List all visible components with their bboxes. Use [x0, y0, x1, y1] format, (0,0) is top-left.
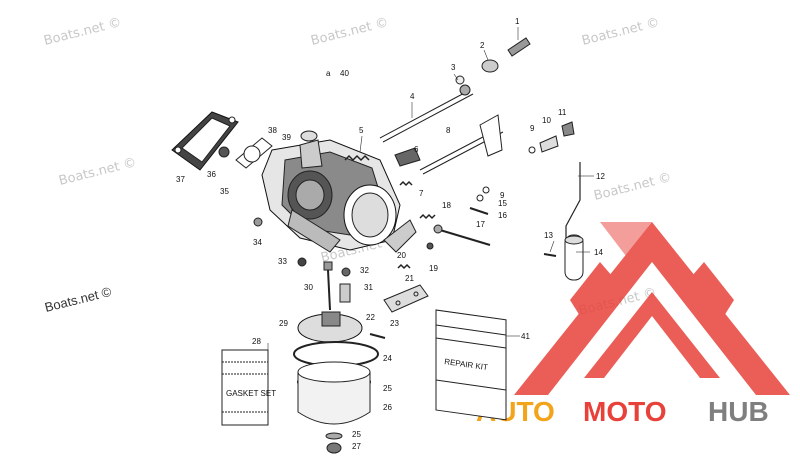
- callout-37: 37: [176, 175, 185, 184]
- watermark: Boats.net ©: [42, 15, 123, 49]
- callout-6: 6: [414, 145, 419, 154]
- callout-34: 34: [253, 238, 262, 247]
- screw-33: [297, 257, 307, 267]
- spring-5: [344, 154, 370, 162]
- screw-32: [341, 267, 351, 277]
- bowl-26: [297, 361, 371, 425]
- callout-18: 18: [442, 201, 451, 210]
- callout-16: 16: [498, 211, 507, 220]
- jet-31: [339, 283, 351, 303]
- jet-30: [323, 261, 333, 311]
- callout-33: 33: [278, 257, 287, 266]
- callout-25b: 25: [352, 430, 361, 439]
- callout-12: 12: [596, 172, 605, 181]
- callout-22: 22: [366, 313, 375, 322]
- callout-20: 20: [397, 251, 406, 260]
- callout-30: 30: [304, 283, 313, 292]
- screw-1: [507, 37, 531, 57]
- callout-4: 4: [410, 92, 415, 101]
- leader-lines: [267, 27, 594, 350]
- callout-40: 40: [340, 69, 349, 78]
- callout-19: 19: [429, 264, 438, 273]
- bushing-2: [481, 59, 499, 73]
- spring-21: [397, 263, 411, 270]
- part-9: [482, 146, 536, 194]
- link-12: [565, 162, 581, 244]
- spring-18: [419, 213, 436, 220]
- brand-logo: [514, 222, 790, 395]
- callout-9a: 9: [530, 124, 535, 133]
- spring-7: [399, 180, 413, 187]
- plug-27: [326, 442, 342, 454]
- screw-17: [433, 224, 491, 246]
- callout-35: 35: [220, 187, 229, 196]
- lever-6: [394, 147, 421, 167]
- watermark-dark: Boats.net ©: [43, 284, 113, 315]
- bracket-20: [383, 219, 417, 253]
- callout-8: 8: [446, 126, 451, 135]
- part-10: [539, 135, 559, 153]
- callout-32: 32: [360, 266, 369, 275]
- callout-41: 41: [521, 332, 530, 341]
- callout-1: 1: [515, 17, 520, 26]
- brand-wordmark: AUTO MOTO HUB: [476, 396, 769, 427]
- watermark: Boats.net ©: [580, 15, 661, 49]
- cap-39: [300, 130, 318, 142]
- callout-21: 21: [405, 274, 414, 283]
- callout-38: 38: [268, 126, 277, 135]
- callout-31: 31: [364, 283, 373, 292]
- callout-14: 14: [594, 248, 603, 257]
- gasket-37: [171, 111, 239, 171]
- callout-40-prefix: a: [326, 69, 331, 78]
- part-16: [469, 207, 489, 215]
- callout-2: 2: [480, 41, 485, 50]
- callout-5: 5: [359, 126, 364, 135]
- callout-26: 26: [383, 403, 392, 412]
- callout-9b: 9: [500, 191, 505, 200]
- callout-7: 7: [419, 189, 424, 198]
- watermark: Boats.net ©: [57, 155, 138, 189]
- callout-24: 24: [383, 354, 392, 363]
- carburetor-body: [261, 139, 401, 253]
- washer-25b: [325, 432, 343, 440]
- pin-13: [543, 253, 557, 257]
- shaft-8: [419, 114, 504, 175]
- repair-kit-box-41: [435, 309, 507, 421]
- gasket-set-box-28: [221, 349, 269, 426]
- brand-hub: HUB: [708, 396, 769, 427]
- plate-22: [383, 284, 429, 313]
- callout-15: 15: [498, 199, 507, 208]
- callout-17: 17: [476, 220, 485, 229]
- plate-35: [235, 137, 273, 169]
- float-14: [564, 234, 584, 281]
- shaft-4: [379, 84, 474, 143]
- callout-39: 39: [282, 133, 291, 142]
- watermark: Boats.net ©: [309, 15, 390, 49]
- callout-13: 13: [544, 231, 553, 240]
- gasket-set-text: GASKET SET: [226, 389, 276, 398]
- screw-19: [426, 242, 434, 250]
- part-labels: 1 2 3 4 5 6 7 8 9 9 10 11 12 13 14 15 16…: [176, 17, 605, 451]
- screw-34: [253, 217, 263, 227]
- callout-36: 36: [207, 170, 216, 179]
- screw-11: [561, 121, 575, 137]
- callout-29: 29: [279, 319, 288, 328]
- callout-27: 27: [352, 442, 361, 451]
- washer-3: [455, 75, 465, 85]
- brand-moto: MOTO: [583, 396, 666, 427]
- callout-28: 28: [252, 337, 261, 346]
- screw-36: [218, 146, 230, 158]
- callout-23: 23: [390, 319, 399, 328]
- callout-3: 3: [451, 63, 456, 72]
- callout-10: 10: [542, 116, 551, 125]
- callout-25a: 25: [383, 384, 392, 393]
- callout-11: 11: [558, 108, 567, 117]
- float-bowl-top-29: [297, 311, 363, 343]
- part-15: [476, 194, 484, 202]
- parts-drawing: [171, 37, 584, 454]
- pin-23: [369, 333, 386, 339]
